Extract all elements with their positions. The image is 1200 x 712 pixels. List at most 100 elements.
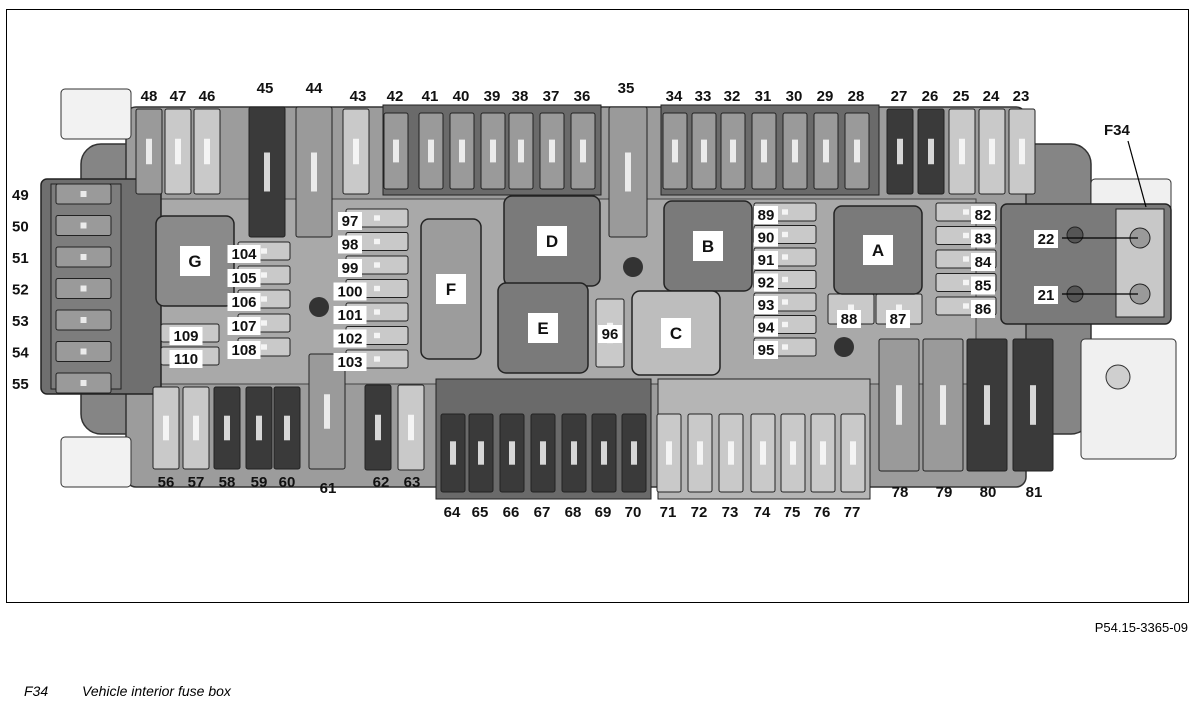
fuse-label-21: 21 [1034,286,1058,304]
fuse-slot-24 [978,108,1006,195]
fuse-label-71: 71 [660,504,677,521]
fuse-label-40: 40 [453,88,470,105]
fuse-label-text: 85 [975,278,992,295]
fuse-label-text: 32 [724,88,741,105]
fuse-label-bg [754,251,778,269]
fuse-contact [728,441,734,465]
fuse-label-text: 40 [453,88,470,105]
fuse-label-text: 109 [173,328,198,345]
fuse-contact [450,441,456,465]
fuse-contact [792,139,798,163]
fuse-label-text: 83 [975,231,992,248]
fuse-label-text: 62 [373,474,390,491]
fuse-slot-56 [152,386,180,470]
relay-C: C [631,290,721,376]
fuse-label-59: 59 [251,474,268,491]
relay-label: A [872,241,884,260]
fuse-label-text: 84 [975,254,992,271]
fuse-contact [571,441,577,465]
fuse-label-bg [971,276,995,295]
fuse-label-text: 36 [574,88,591,105]
fuse-contact [896,385,902,425]
fuse-label-text: 81 [1026,484,1043,501]
fuse-label-text: 72 [691,504,708,521]
fuse-contact [374,309,380,315]
fuse-label-56: 56 [158,474,175,491]
fuse-contact [261,272,267,278]
fuse-slot-72 [687,413,713,493]
caption-text: Vehicle interior fuse box [82,683,231,699]
fuse-label-text: 108 [231,342,256,359]
fuse-contact [80,254,87,260]
fuse-slot-66 [499,413,525,493]
fuse-contact [204,138,210,165]
fuse-label-90: 90 [754,228,778,247]
fuse-contact [80,348,87,355]
fuse-label-43: 43 [350,88,367,105]
fuse-label-text: 101 [337,307,362,324]
fuse-label-text: 76 [814,504,831,521]
fuse-label-95: 95 [754,341,778,359]
fuse-label-text: 107 [231,318,256,335]
fuse-contact [631,441,637,465]
fuse-contact [928,138,934,165]
fuse-slot-23 [1008,108,1036,195]
relay-label-bg [537,226,567,256]
fuse-slot-44 [295,106,333,238]
fuse-slot-41 [418,112,444,190]
fuse-contact [601,441,607,465]
fuse-slot-29 [813,112,839,190]
fuse-label-text: 54 [12,345,29,362]
fuse-slot-63 [397,384,425,471]
fuse-label-bg [227,293,261,311]
fuse-label-text: 57 [188,474,205,491]
fuse-label-75: 75 [784,504,801,521]
fuse-label-103: 103 [333,353,367,371]
fuse-slot-62 [364,384,392,471]
fuse-label-text: 52 [12,282,29,299]
relay-label-bg [693,231,723,261]
fuse-label-45: 45 [257,80,274,97]
fuse-label-64: 64 [444,504,461,521]
fuse-label-text: 99 [342,260,359,277]
fuse-label-text: 21 [1038,287,1055,304]
fuse-contact [782,231,788,238]
fuse-label-101: 101 [333,306,367,324]
fuse-label-text: 49 [12,187,29,204]
fuse-label-text: 22 [1038,231,1055,248]
fuse-label-bg [169,327,203,345]
fuse-label-text: 66 [503,504,520,521]
fuse-contact [80,380,87,386]
fuse-contact [261,248,267,254]
relay-F: F [420,218,482,360]
fuse-label-28: 28 [848,88,865,105]
fuse-contact [311,152,317,192]
fuse-label-text: 31 [755,88,772,105]
fuse-label-text: 91 [758,252,775,269]
fuse-slot-32 [720,112,746,190]
fuse-label-73: 73 [722,504,739,521]
relay-label: G [188,252,201,271]
fuse-contact [782,344,788,350]
fuse-label-77: 77 [844,504,861,521]
fuse-contact [284,415,290,441]
fuse-slot-54 [55,341,112,362]
fuse-label-88: 88 [837,310,861,328]
fuse-slot-48 [135,108,163,195]
fuse-contact [374,238,380,245]
fuse-label-96: 96 [598,325,622,343]
fuse-contact [261,344,267,350]
fuse-slot-35 [608,106,648,238]
fuse-label-text: 98 [342,237,359,254]
fuse-label-79: 79 [936,484,953,501]
fuse-label-text: 87 [890,311,907,328]
fuse-label-bg [227,269,261,287]
fuse-contact [353,138,359,165]
relay-label: D [546,232,558,251]
fuse-contact [324,394,330,429]
fuse-contact [666,441,672,465]
fuse-label-74: 74 [754,504,771,521]
fuse-contact [459,139,465,163]
fuse-label-bg [754,228,778,247]
fuse-contact [625,152,631,192]
